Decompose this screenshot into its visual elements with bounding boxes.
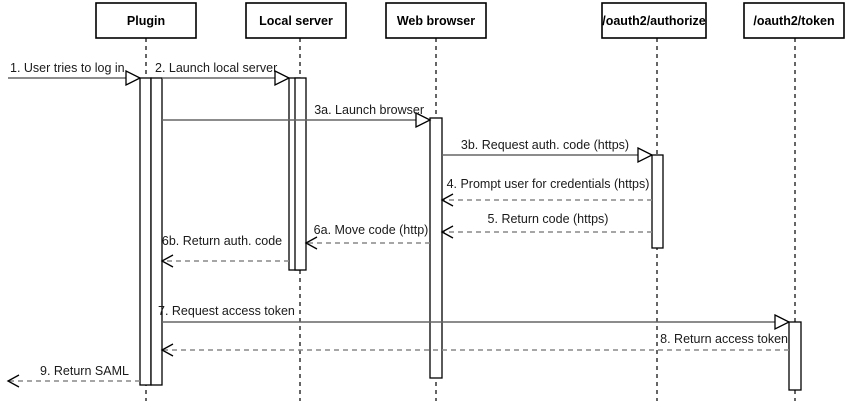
message-6b: 6b. Return auth. code: [160, 234, 289, 268]
lifelines-layer: [145, 38, 796, 401]
activation-bar-token-a: [788, 321, 802, 391]
message-label-6b: 6b. Return auth. code: [162, 234, 282, 248]
participant-headers-layer: Plugin Local server Web browser/oauth2/aut…: [95, 2, 845, 39]
arrowhead-open-7: [774, 313, 791, 331]
activation-bar-local-b: [294, 77, 307, 271]
activation-bar-authorize-a: [651, 154, 664, 249]
arrowhead-open-3a: [415, 111, 432, 129]
activation-bar-plugin-b: [150, 77, 163, 386]
activation-bar-plugin-a: [139, 77, 152, 386]
messages-layer: 1. User tries to log in 2. Launch local s…: [6, 61, 791, 388]
message-label-8: 8. Return access token: [660, 332, 788, 346]
message-label-3b: 3b. Request auth. code (https): [461, 138, 629, 152]
message-9: 9. Return SAML: [6, 364, 140, 388]
message-1: 1. User tries to log in: [8, 61, 142, 87]
message-label-3a: 3a. Launch browser: [314, 103, 424, 117]
message-label-6a: 6a. Move code (http): [314, 223, 429, 237]
arrowhead-open-3b: [637, 146, 654, 164]
participant-label-authorize: /oauth2/authorize: [602, 14, 706, 28]
arrowhead-half-9: [6, 374, 20, 388]
participant-browser[interactable]: Web browser: [385, 2, 487, 39]
arrowhead-half-5: [440, 225, 454, 239]
arrowhead-half-6a: [304, 236, 318, 250]
message-4: 4. Prompt user for credentials (https): [440, 177, 652, 207]
arrowhead-half-4: [440, 193, 454, 207]
message-label-7: 7. Request access token: [158, 304, 295, 318]
participant-plugin[interactable]: Plugin: [95, 2, 197, 39]
participant-box-authorize[interactable]: [601, 2, 707, 39]
arrowhead-half-6b: [160, 254, 174, 268]
arrowhead-open-2: [274, 69, 291, 87]
message-label-2: 2. Launch local server: [155, 61, 277, 75]
arrowhead-half-8: [160, 343, 174, 357]
participant-local[interactable]: Local server: [245, 2, 347, 39]
activations-layer: [139, 77, 802, 391]
message-label-1: 1. User tries to log in: [10, 61, 125, 75]
participant-box-browser[interactable]: [385, 2, 487, 39]
participant-label-local: Local server: [259, 14, 333, 28]
participant-label-token: /oauth2/token: [753, 14, 834, 28]
participant-label-browser: Web browser: [397, 14, 475, 28]
activation-bar-browser-a: [429, 117, 443, 379]
participant-authorize[interactable]: /oauth2/authorize: [601, 2, 707, 39]
message-3b: 3b. Request auth. code (https): [442, 138, 654, 164]
participant-box-local[interactable]: [245, 2, 347, 39]
message-3a: 3a. Launch browser: [162, 103, 432, 129]
participant-box-plugin[interactable]: [95, 2, 197, 39]
message-6a: 6a. Move code (http): [304, 223, 430, 250]
message-8: 8. Return access token: [160, 332, 789, 357]
participant-token[interactable]: /oauth2/token: [743, 2, 845, 39]
participant-box-token[interactable]: [743, 2, 845, 39]
message-label-5: 5. Return code (https): [488, 212, 609, 226]
message-7: 7. Request access token: [158, 304, 791, 331]
arrowhead-open-1: [125, 69, 142, 87]
message-2: 2. Launch local server: [155, 61, 291, 87]
message-5: 5. Return code (https): [440, 212, 652, 239]
message-label-9: 9. Return SAML: [40, 364, 129, 378]
message-label-4: 4. Prompt user for credentials (https): [447, 177, 650, 191]
participant-label-plugin: Plugin: [127, 14, 165, 28]
